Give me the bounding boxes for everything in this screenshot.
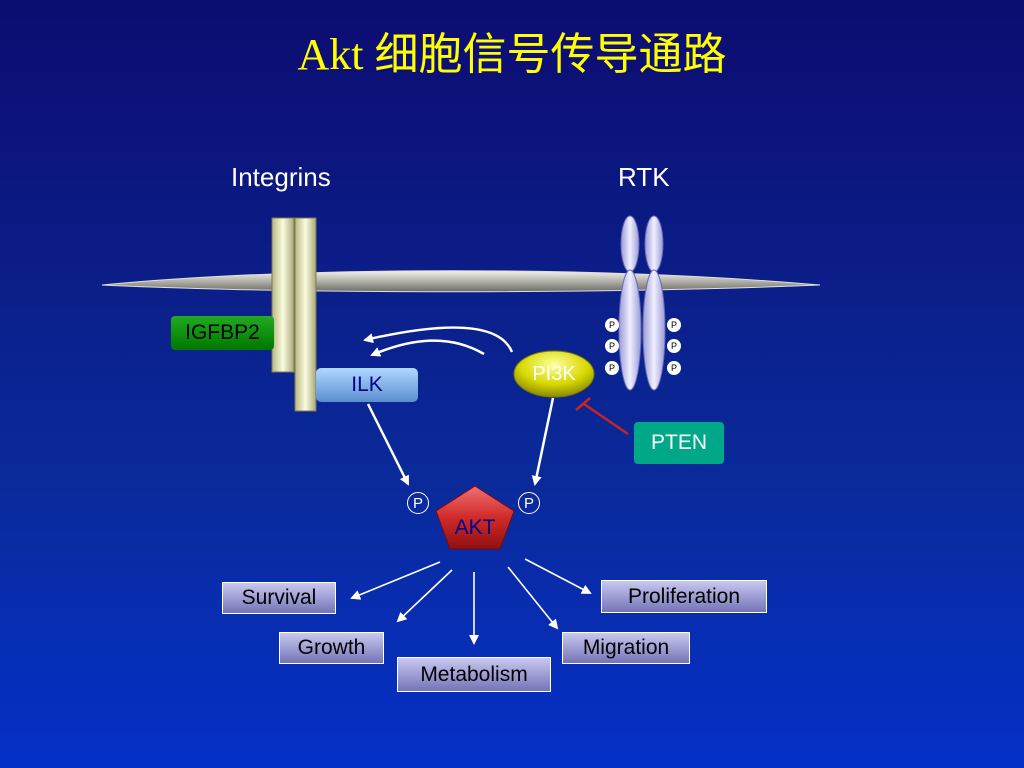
outcome-migration: Migration [562, 632, 690, 664]
akt-label: AKT [454, 516, 496, 539]
pten-inhibition-line [583, 402, 629, 436]
integrin-subunit-alpha [271, 217, 295, 373]
arrow-to-growth [396, 569, 453, 623]
arrow-to-migration [507, 566, 559, 630]
outcome-growth: Growth [279, 632, 384, 664]
akt-node [435, 485, 515, 550]
rtk-phospho-left-1: P [605, 318, 619, 332]
pi3k-label: PI3K [532, 362, 576, 385]
rtk-phospho-right-2: P [667, 339, 681, 353]
arrow-to-survival [350, 561, 441, 600]
pi3k-node [513, 350, 595, 398]
integrins-label: Integrins [231, 162, 331, 192]
rtk-phospho-left-3: P [605, 361, 619, 375]
rtk-label: RTK [618, 162, 670, 192]
cell-membrane [101, 270, 821, 293]
integrin-subunit-beta [294, 217, 317, 412]
outcome-metabolism: Metabolism [397, 657, 551, 692]
rtk-receptor [618, 215, 666, 391]
rtk-phospho-left-2: P [605, 339, 619, 353]
igfbp2-node: IGFBP2 [171, 316, 274, 350]
rtk-phospho-right-3: P [667, 361, 681, 375]
pi3k-to-ilk-arrow-lower [370, 339, 485, 357]
ilk-to-akt-arrow [366, 403, 410, 486]
akt-phospho-right: P [518, 492, 540, 514]
akt-phospho-left: P [407, 492, 429, 514]
rtk-phospho-right-1: P [667, 318, 681, 332]
pi3k-to-akt-arrow [531, 397, 555, 486]
pten-inhibition-bar [575, 397, 591, 411]
ilk-node: ILK [316, 368, 418, 402]
arrow-to-proliferation [524, 558, 592, 594]
outcome-survival: Survival [222, 582, 336, 614]
pi3k-to-ilk-arrow-upper [363, 326, 514, 353]
slide-title: Akt 细胞信号传导通路 [297, 30, 727, 79]
pten-node: PTEN [634, 422, 724, 464]
outcome-proliferation: Proliferation [601, 580, 767, 613]
